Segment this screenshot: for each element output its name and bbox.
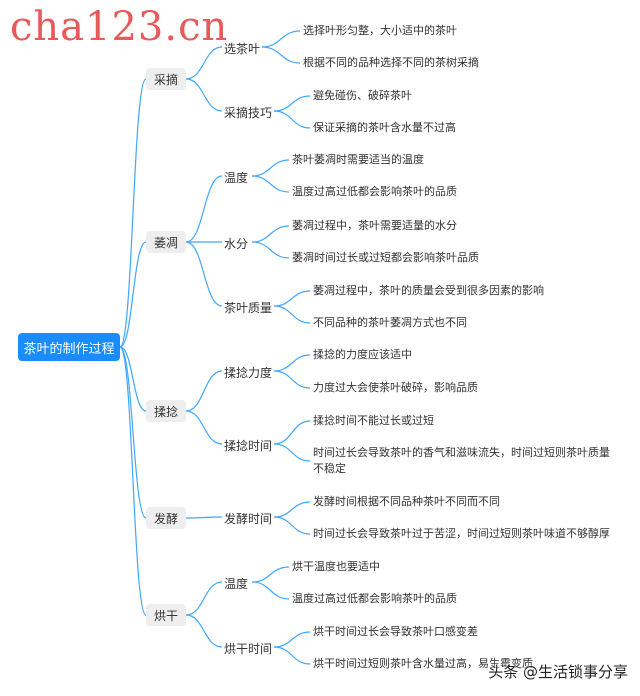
leaf-node[interactable]: 揉捻时间不能过长或过短 [313,414,434,427]
sub-node[interactable]: 选茶叶 [224,42,261,56]
link-curve [185,175,223,243]
link-curve [185,410,223,445]
link-curve [261,46,301,64]
link-curve [251,225,290,243]
leaf-node[interactable]: 烘干时间过短则茶叶含水量过高，易生霉变质 [313,657,533,670]
link-curve [273,443,311,462]
link-curve [185,241,223,307]
leaf-node[interactable]: 茶叶萎凋时需要适当的温度 [292,153,424,166]
leaf-node[interactable]: 不同品种的茶叶萎凋方式也不同 [313,316,467,329]
sub-node[interactable]: 揉捻力度 [224,366,273,380]
leaf-node[interactable]: 根据不同的品种选择不同的茶树采摘 [303,56,479,69]
link-curve [119,346,147,519]
link-curve [185,78,223,112]
sub-node[interactable]: 揉捻时间 [224,439,273,453]
link-curve [185,370,223,412]
leaf-node[interactable]: 发酵时间根据不同品种茶叶不同而不同 [313,495,500,508]
leaf-node[interactable]: 时间过长会导致茶叶过于苦涩，时间过短则茶叶味道不够醇厚 [313,527,610,540]
sub-node[interactable]: 采摘技巧 [224,106,273,120]
leaf-node[interactable]: 避免碰伤、破碎茶叶 [313,89,412,102]
link-curve [251,175,290,193]
sub-node[interactable]: 水分 [224,237,249,251]
link-curve [251,159,290,177]
sub-node[interactable]: 烘干时间 [224,642,273,656]
link-curve [251,241,290,259]
leaf-node[interactable]: 温度过高过低都会影响茶叶的品质 [292,592,457,605]
root-node[interactable]: 茶叶的制作过程 [18,333,120,361]
link-curve [273,516,311,535]
leaf-node[interactable]: 烘干温度也要适中 [292,560,380,573]
link-curve [273,354,311,372]
link-curve [273,110,311,129]
sub-node[interactable]: 发酵时间 [224,512,273,526]
link-curve [119,346,147,412]
footer-brand-watermark: 头条 @生活锁事分享 [488,663,628,681]
link-curve [273,420,311,445]
link-curve [273,290,311,307]
sub-node[interactable]: 茶叶质量 [224,301,273,315]
link-curve [119,78,147,348]
branch-node[interactable]: 烘干 [146,604,186,626]
leaf-node[interactable]: 萎凋过程中，茶叶需要适量的水分 [292,219,457,232]
link-curve [119,241,147,348]
branch-node[interactable]: 萎凋 [146,231,186,253]
leaf-node[interactable]: 选择叶形匀整，大小适中的茶叶 [303,24,457,37]
leaf-node[interactable]: 温度过高过低都会影响茶叶的品质 [292,185,457,198]
branch-node[interactable]: 发酵 [146,507,186,529]
link-curve [273,95,311,112]
watermark-logo: cha123.cn [10,4,229,50]
leaf-node[interactable]: 时间过长会导致茶叶的香气和滋味流失，时间过短则茶叶质量不稳定 [313,446,610,475]
link-curve [185,581,223,616]
sub-node[interactable]: 温度 [224,171,249,185]
link-curve [261,30,301,48]
link-curve [251,581,290,600]
branch-node[interactable]: 采摘 [146,68,186,90]
leaf-node[interactable]: 揉捻的力度应该适中 [313,348,412,361]
leaf-node[interactable]: 萎凋过程中，茶叶的质量会受到很多因素的影响 [313,284,544,297]
leaf-node[interactable]: 力度过大会使茶叶破碎，影响品质 [313,381,478,394]
link-curve [185,516,223,519]
link-curve [273,631,311,648]
leaf-node[interactable]: 保证采摘的茶叶含水量不过高 [313,121,456,134]
link-curve [185,46,223,80]
leaf-node[interactable]: 烘干时间过长会导致茶叶口感变差 [313,625,478,638]
link-curve [119,346,147,616]
link-curve [251,566,290,583]
link-curve [273,370,311,389]
sub-node[interactable]: 温度 [224,577,249,591]
link-curve [185,614,223,648]
link-curve [273,501,311,518]
link-curve [273,305,311,324]
leaf-node[interactable]: 萎凋时间过长或过短都会影响茶叶品质 [292,251,479,264]
link-curve [273,646,311,665]
branch-node[interactable]: 揉捻 [146,400,186,422]
